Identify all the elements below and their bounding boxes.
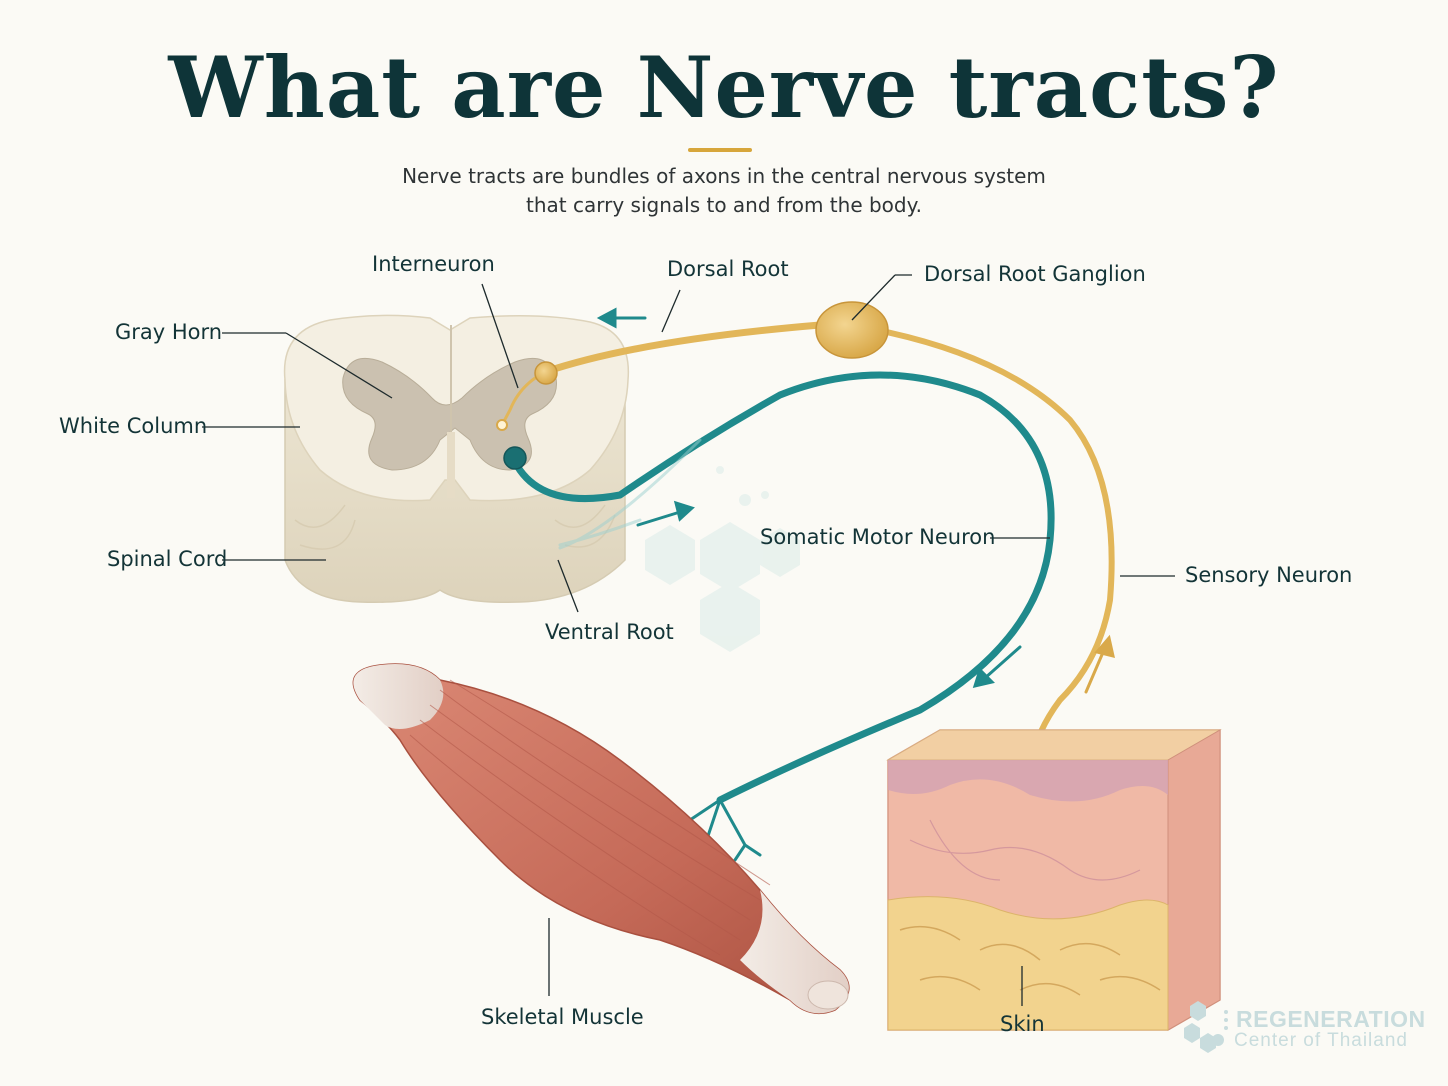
label-skeletal-muscle: Skeletal Muscle — [481, 1005, 644, 1029]
skin-block — [886, 729, 1222, 1031]
subtitle: Nerve tracts are bundles of axons in the… — [324, 162, 1124, 220]
skeletal-muscle — [352, 663, 850, 1015]
label-white-column: White Column — [59, 414, 208, 438]
leader-lines — [202, 274, 1175, 1006]
spinal-cord — [283, 314, 630, 603]
subtitle-line-1: Nerve tracts are bundles of axons in the… — [402, 164, 1046, 188]
signal-direction-arrows — [596, 307, 1115, 694]
arrow-icon-ventral — [636, 500, 695, 527]
page-title: What are Nerve tracts? — [168, 38, 1280, 137]
label-gray-horn: Gray Horn — [115, 320, 223, 344]
brand-watermark: REGENERATION Center of Thailand — [1180, 1004, 1425, 1054]
brand-name: REGENERATION — [1236, 1006, 1426, 1032]
arrow-icon-motor — [972, 645, 1022, 689]
dorsal-root-ganglion-body — [815, 301, 889, 359]
watermark-hexagons — [645, 466, 800, 652]
label-spinal-cord: Spinal Cord — [107, 547, 228, 571]
arrow-icon-sensory — [1084, 634, 1115, 694]
brand-subtitle: Center of Thailand — [1234, 1030, 1408, 1051]
label-dorsal-root-ganglion: Dorsal Root Ganglion — [924, 262, 1146, 286]
arrow-icon-dorsal — [596, 307, 647, 329]
label-somatic-motor-neuron: Somatic Motor Neuron — [760, 525, 996, 549]
label-dorsal-root: Dorsal Root — [667, 257, 789, 281]
gray-horn-shape — [342, 358, 557, 471]
brand-logo-icon — [1184, 1001, 1228, 1053]
title-underline — [688, 148, 752, 152]
label-skin: Skin — [1000, 1012, 1045, 1036]
label-sensory-neuron: Sensory Neuron — [1185, 563, 1353, 587]
label-ventral-root: Ventral Root — [545, 620, 674, 644]
subtitle-line-2: that carry signals to and from the body. — [526, 193, 922, 217]
label-interneuron: Interneuron — [372, 252, 495, 276]
